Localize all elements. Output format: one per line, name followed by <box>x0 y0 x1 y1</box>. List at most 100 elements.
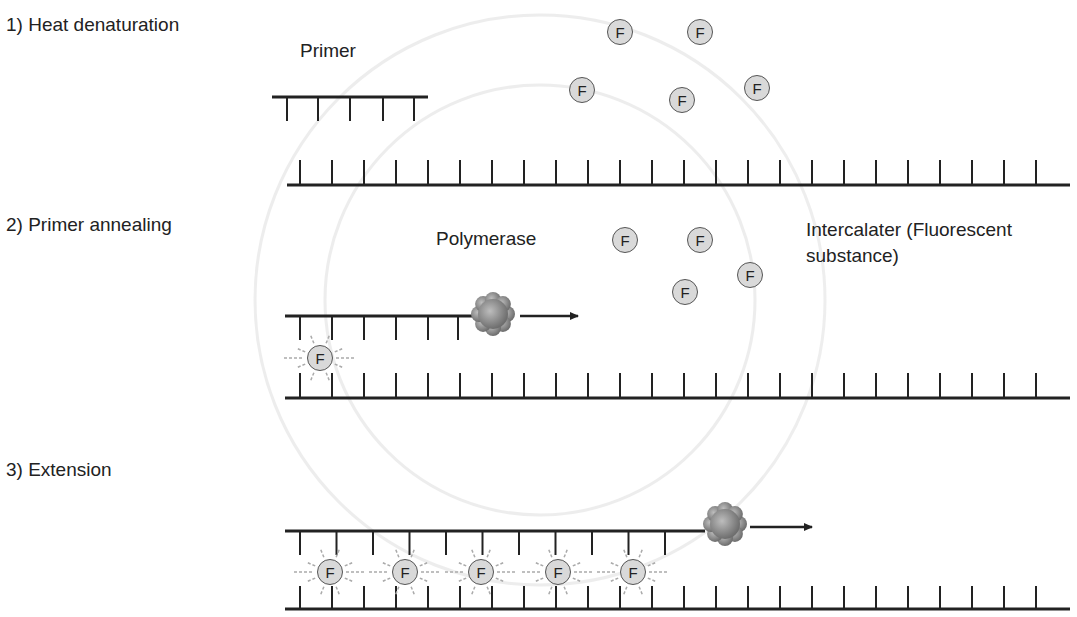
molecule-letter: F <box>615 25 624 40</box>
fluorescent-molecule: F <box>607 19 633 45</box>
glow-ray <box>335 364 343 367</box>
glow-ray <box>420 562 428 565</box>
base-tick <box>683 373 685 398</box>
glow-ray <box>573 562 581 565</box>
glow-ray <box>284 357 304 359</box>
base-tick <box>619 160 621 185</box>
base-tick <box>427 160 429 185</box>
polymerase-blob <box>471 292 515 336</box>
fluorescent-molecule: F <box>545 559 571 585</box>
polymerase-blob <box>703 502 747 546</box>
base-tick <box>1003 373 1005 398</box>
base-ticks <box>287 97 1036 609</box>
base-tick <box>372 531 374 555</box>
base-tick <box>651 373 653 398</box>
glow-ray <box>535 578 543 581</box>
base-tick <box>587 586 589 609</box>
glow-ray <box>564 549 567 557</box>
stage-title: 1) Heat denaturation <box>6 12 179 38</box>
stage-title: 2) Primer annealing <box>6 212 172 238</box>
base-tick <box>523 373 525 398</box>
glow-ray <box>346 571 366 573</box>
base-tick <box>907 373 909 398</box>
base-tick <box>482 531 484 555</box>
base-tick <box>1003 160 1005 185</box>
base-tick <box>1035 586 1037 609</box>
direction-arrows <box>520 316 812 527</box>
base-tick <box>715 160 717 185</box>
base-tick <box>331 316 333 340</box>
fluorescent-molecule: F <box>612 227 638 253</box>
base-tick <box>395 316 397 340</box>
base-tick <box>843 160 845 185</box>
base-tick <box>427 316 429 340</box>
base-tick <box>331 160 333 185</box>
glow-ray <box>458 578 466 581</box>
base-tick <box>409 531 411 555</box>
base-tick <box>457 316 459 340</box>
glow-ray <box>326 335 329 343</box>
molecule-letter: F <box>577 83 586 98</box>
glow-ray <box>648 562 656 565</box>
glow-ray <box>573 578 581 581</box>
glow-ray <box>345 562 353 565</box>
glow-ray <box>335 348 343 351</box>
base-tick <box>939 586 941 609</box>
fluorescence-rays <box>284 335 669 595</box>
glow-ray <box>487 549 490 557</box>
stage-title: 3) Extension <box>6 457 112 483</box>
base-tick <box>363 316 365 340</box>
molecule-letter: F <box>315 351 324 366</box>
base-tick <box>747 373 749 398</box>
base-tick <box>459 160 461 185</box>
glow-ray <box>307 562 315 565</box>
glow-ray <box>382 562 390 565</box>
base-tick <box>413 97 415 121</box>
fluorescent-molecule: F <box>687 19 713 45</box>
fluorescent-molecule: F <box>687 227 713 253</box>
glow-ray <box>471 587 474 595</box>
primer-label: Primer <box>300 38 356 64</box>
glow-ray <box>522 571 542 573</box>
glow-ray <box>294 571 314 573</box>
glow-ray <box>320 587 323 595</box>
fluorescent-molecule: F <box>620 559 646 585</box>
glow-ray <box>487 587 490 595</box>
glow-ray <box>639 549 642 557</box>
base-tick <box>619 373 621 398</box>
molecule-letter: F <box>680 285 689 300</box>
glow-ray <box>649 571 669 573</box>
molecule-letter: F <box>628 565 637 580</box>
glow-ray <box>610 562 618 565</box>
glow-ray <box>320 549 323 557</box>
fluorescent-molecule: F <box>744 75 770 101</box>
base-tick <box>459 586 461 609</box>
molecule-letter: F <box>476 565 485 580</box>
base-tick <box>747 160 749 185</box>
base-tick <box>299 373 301 398</box>
glow-ray <box>496 562 504 565</box>
base-tick <box>299 586 301 609</box>
fluorescent-molecule: F <box>468 559 494 585</box>
base-tick <box>683 586 685 609</box>
base-tick <box>299 316 301 340</box>
glow-ray <box>395 587 398 595</box>
glow-ray <box>411 587 414 595</box>
base-tick <box>1035 160 1037 185</box>
fluorescent-molecule: F <box>669 87 695 113</box>
base-tick <box>971 373 973 398</box>
fluorescent-molecule: F <box>569 77 595 103</box>
base-tick <box>811 160 813 185</box>
polymerase-core <box>710 509 740 539</box>
glow-ray <box>336 587 339 595</box>
base-tick <box>619 586 621 609</box>
base-tick <box>491 586 493 609</box>
glow-ray <box>336 549 339 557</box>
glow-ray <box>420 578 428 581</box>
base-tick <box>587 160 589 185</box>
base-tick <box>1003 586 1005 609</box>
base-tick <box>843 586 845 609</box>
base-tick <box>331 373 333 398</box>
base-tick <box>779 586 781 609</box>
